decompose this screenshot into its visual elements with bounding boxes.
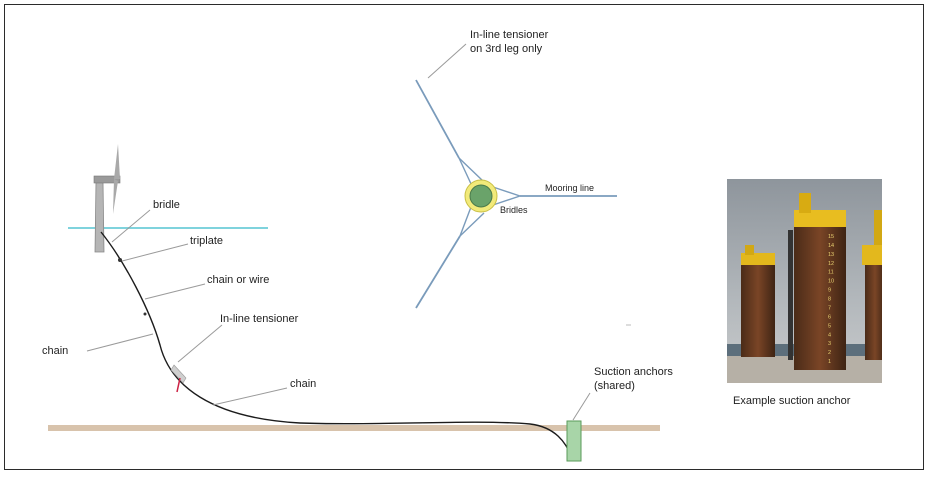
- label-plan-tensioner-line1: In-line tensioner: [470, 29, 549, 41]
- label-plan-tensioner-line2: on 3rd leg only: [470, 43, 543, 55]
- pointer-triplate: [121, 243, 189, 262]
- label-bridle: bridle: [153, 199, 180, 211]
- suction-anchor-box: [566, 420, 582, 462]
- pointer-bridle: [111, 209, 151, 243]
- anchor-depth-mark: 12: [828, 261, 834, 267]
- plan-bridle: [458, 157, 484, 182]
- triplate-marker: [118, 258, 122, 262]
- label-mooring-line: Mooring line: [545, 183, 594, 193]
- pointer-plan-tensioner: [427, 43, 467, 79]
- chain-wire-junction: [143, 312, 147, 316]
- seabed: [48, 425, 660, 431]
- anchor-depth-mark: 3: [828, 341, 831, 347]
- anchor-depth-mark: 14: [828, 243, 834, 249]
- anchor-depth-mark: 2: [828, 350, 831, 356]
- plan-bridle: [492, 186, 521, 197]
- wind-turbine-icon: [93, 144, 121, 253]
- pointer-suction-anchors: [572, 392, 591, 421]
- plan-bridle: [459, 212, 485, 237]
- anchor-depth-mark: 11: [828, 270, 834, 276]
- plan-leg-lower: [415, 235, 461, 309]
- anchor-depth-mark: 10: [828, 279, 834, 285]
- label-chain-upper: chain: [42, 345, 68, 357]
- anchor-depth-marks: 15 14 13 12 11 10 9 8 7 6 5 4 3 2 1: [828, 234, 834, 365]
- plan-view: [415, 43, 631, 326]
- anchor-depth-mark: 1: [828, 359, 831, 365]
- label-chain-lower: chain: [290, 378, 316, 390]
- anchor-depth-mark: 13: [828, 252, 834, 258]
- inline-tensioner-icon: [170, 364, 187, 393]
- photo-caption: Example suction anchor: [733, 395, 851, 407]
- pointer-chain-upper: [86, 333, 154, 352]
- suction-anchor-photo: 15 14 13 12 11 10 9 8 7 6 5 4 3 2 1: [727, 179, 882, 383]
- anchor-depth-mark: 8: [828, 297, 831, 303]
- anchor-depth-mark: 6: [828, 314, 831, 320]
- pointer-chain-or-wire: [144, 283, 206, 300]
- anchor-depth-mark: 9: [828, 288, 831, 294]
- pointer-inline-tensioner: [177, 324, 223, 363]
- anchor-depth-mark: 7: [828, 305, 831, 311]
- label-triplate: triplate: [190, 235, 223, 247]
- plan-bridle: [492, 195, 521, 206]
- anchor-depth-mark: 5: [828, 323, 831, 329]
- label-inline-tensioner: In-line tensioner: [220, 313, 299, 325]
- label-suction-anchors-line1: Suction anchors: [594, 366, 673, 378]
- label-chain-or-wire: chain or wire: [207, 274, 269, 286]
- plan-leg-upper: [415, 79, 460, 159]
- pointer-chain-lower: [212, 387, 288, 406]
- label-bridles: Bridles: [500, 205, 528, 215]
- floater-core: [469, 184, 493, 208]
- mooring-line-profile: [100, 231, 573, 459]
- plan-bridle: [458, 157, 473, 187]
- anchor-depth-mark: 15: [828, 234, 834, 240]
- plan-bridle: [459, 206, 472, 237]
- label-suction-anchors-line2: (shared): [594, 380, 635, 392]
- anchor-depth-mark: 4: [828, 332, 831, 338]
